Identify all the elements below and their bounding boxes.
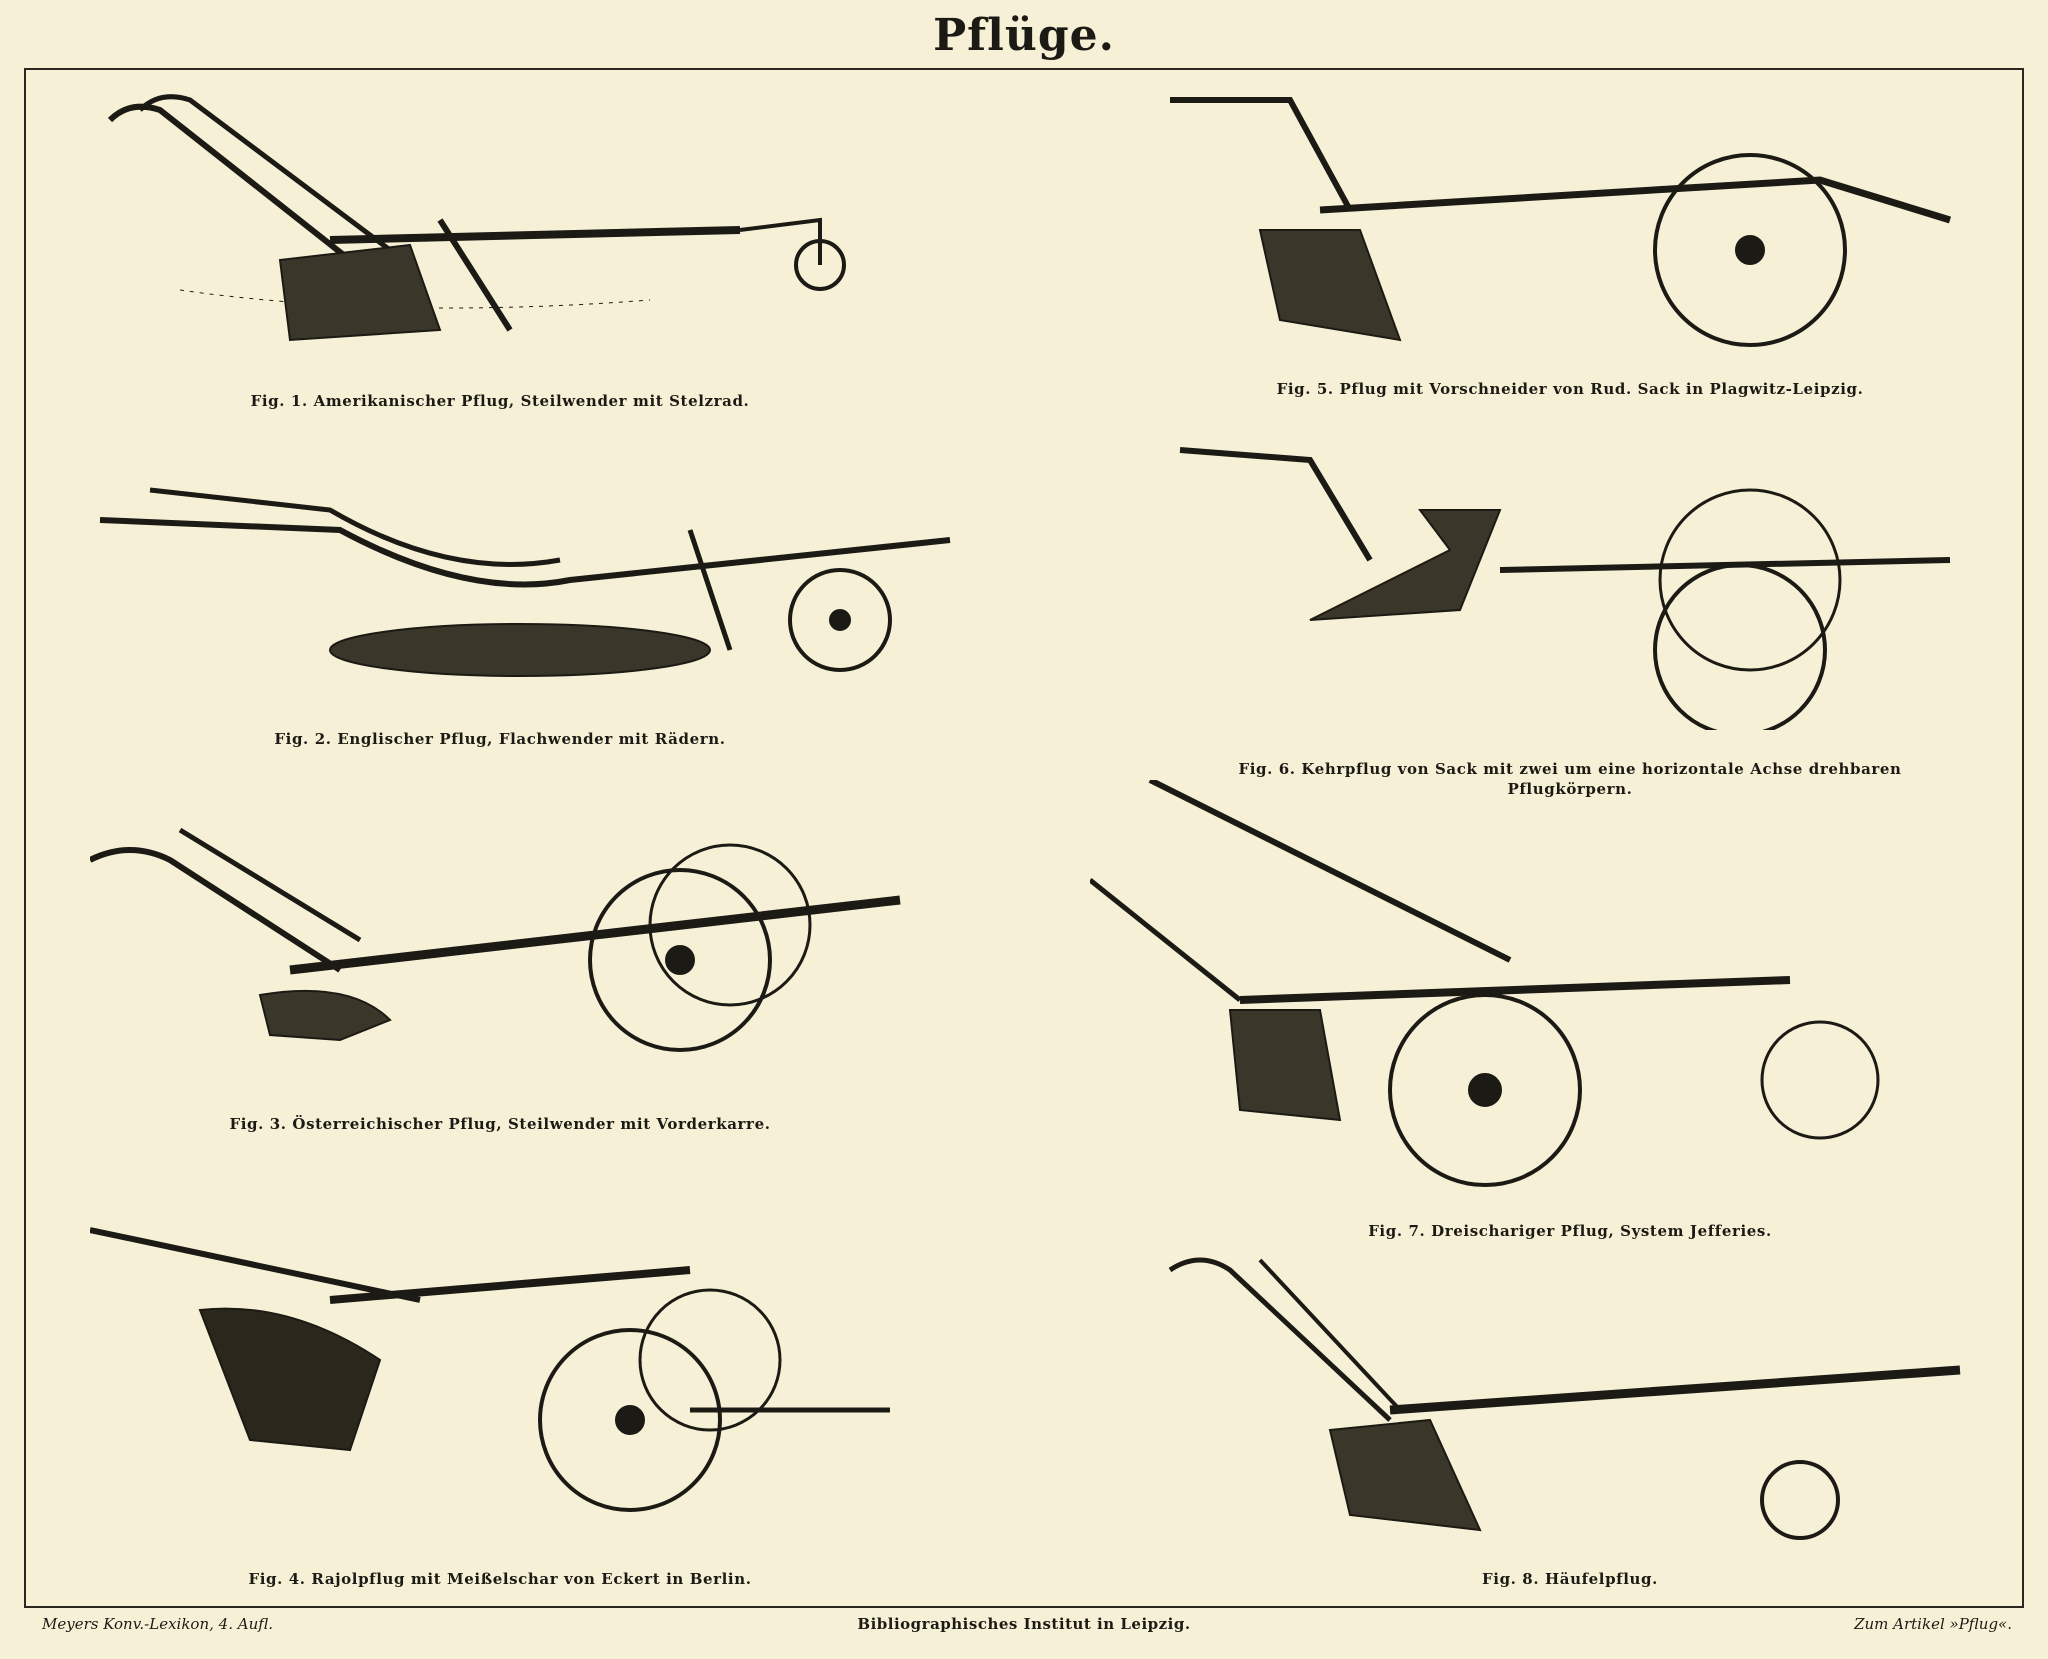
- plow-illustration-1: [107, 94, 846, 342]
- figure-5-sack-plow: [1170, 80, 1970, 360]
- caption-fig-7: Fig. 7. Dreischariger Pflug, System Jeff…: [1368, 1222, 1772, 1240]
- plow-illustration-6: [1179, 447, 1951, 730]
- figure-3-austrian-plow: [90, 820, 920, 1080]
- caption-fig-5: Fig. 5. Pflug mit Vorschneider von Rud. …: [1276, 380, 1864, 398]
- caption-fig-4: Fig. 4. Rajolpflug mit Meißelschar von E…: [248, 1570, 752, 1588]
- plate-frame: [24, 68, 2024, 1608]
- footer-left: Meyers Konv.-Lexikon, 4. Aufl.: [42, 1615, 274, 1633]
- plow-illustration-4: [90, 1227, 890, 1512]
- plow-illustration-3: [90, 827, 901, 1052]
- caption-fig-6-line-1: Fig. 6. Kehrpflug von Sack mit zwei um e…: [1238, 760, 1902, 778]
- figure-2-english-plow: [90, 470, 970, 700]
- footer-center: Bibliographisches Institut in Leipzig.: [857, 1615, 1191, 1633]
- caption-fig-6-line-2: Pflugkörpern.: [1507, 780, 1633, 798]
- footer-right: Zum Artikel »Pflug«.: [1854, 1615, 2012, 1633]
- caption-fig-2: Fig. 2. Englischer Pflug, Flachwender mi…: [274, 730, 726, 748]
- plow-illustration-8: [1168, 1257, 1961, 1540]
- caption-fig-8: Fig. 8. Häufelpflug.: [1482, 1570, 1658, 1588]
- figure-1-american-plow: [90, 80, 910, 360]
- plow-illustration-2: [99, 487, 951, 677]
- plow-illustration-7: [1090, 780, 1880, 1187]
- caption-fig-1: Fig. 1. Amerikanischer Pflug, Steilwende…: [250, 392, 750, 410]
- figure-8-ridging-plow: [1160, 1250, 1980, 1550]
- plow-illustration-5: [1170, 97, 1952, 347]
- caption-fig-3: Fig. 3. Österreichischer Pflug, Steilwen…: [229, 1115, 771, 1133]
- page-title: Pflüge.: [933, 10, 1115, 61]
- figure-6-turnwrest-plow: [1170, 430, 1970, 730]
- figure-4-rajol-plow: [90, 1190, 920, 1550]
- figure-7-three-furrow-plow: [1090, 780, 1990, 1210]
